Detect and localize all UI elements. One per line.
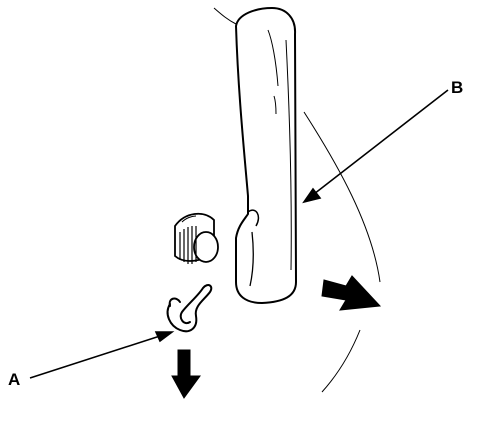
handle-lever bbox=[235, 7, 297, 304]
arrow-down-icon bbox=[171, 349, 201, 399]
leader-line-b bbox=[302, 89, 449, 204]
arrow-right-icon bbox=[321, 275, 382, 311]
leader-line-a bbox=[29, 331, 175, 379]
knob bbox=[174, 212, 219, 264]
callout-label-b: B bbox=[451, 78, 464, 97]
callout-label-a: A bbox=[8, 370, 21, 389]
clip bbox=[166, 284, 213, 333]
panel-outline bbox=[213, 7, 381, 393]
